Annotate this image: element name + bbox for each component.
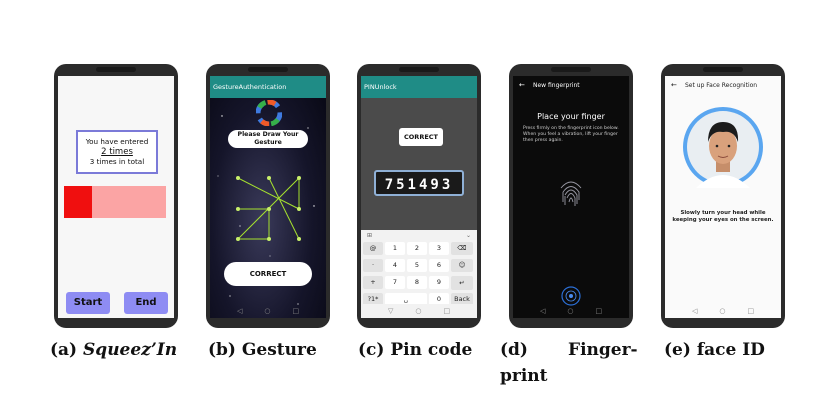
home-nav-icon[interactable]: ○	[415, 307, 422, 315]
phone-notch	[248, 67, 288, 72]
phone-squeezin: You have entered 2 times 3 times in tota…	[54, 64, 178, 328]
key-symbols[interactable]: ?1*	[363, 293, 383, 306]
pin-code-display: 751493	[374, 170, 464, 196]
face-instructions: Slowly turn your head while keeping your…	[672, 210, 774, 223]
pin-screen: PINUnlock CORRECT 751493 ⊞ ⌄ @ 1 2 3 ⌫ ·…	[361, 76, 477, 318]
caption-a-prefix: (a)	[50, 340, 84, 360]
back-nav-icon[interactable]: ◁	[236, 307, 243, 315]
face-title: Set up Face Recognition	[685, 82, 758, 89]
phone-notch	[399, 67, 439, 72]
home-nav-icon[interactable]: ○	[719, 307, 726, 315]
caption-a: (a) Squeez’In	[50, 340, 177, 360]
recents-nav-icon[interactable]: □	[443, 307, 451, 315]
gesture-pattern-grid[interactable]	[228, 168, 310, 250]
caption-d-word: Finger-	[568, 340, 638, 360]
key-emoji[interactable]: ☺	[451, 259, 473, 272]
key-at[interactable]: @	[363, 242, 383, 255]
gesture-prompt: Please Draw Your Gesture	[228, 130, 308, 148]
caption-a-name: Squeez’In	[83, 340, 178, 360]
fingerprint-heading: Place your finger	[537, 112, 605, 121]
total-line: 3 times in total	[89, 157, 145, 166]
back-arrow-icon[interactable]: ←	[671, 81, 677, 89]
key-5[interactable]: 5	[407, 259, 427, 272]
key-8[interactable]: 8	[407, 276, 427, 289]
recents-nav-icon[interactable]: □	[595, 307, 603, 315]
start-button[interactable]: Start	[66, 292, 110, 314]
starfield	[217, 115, 315, 305]
key-3[interactable]: 3	[429, 242, 449, 255]
phone-notch	[551, 67, 591, 72]
key-dot[interactable]: ·	[363, 259, 383, 272]
key-4[interactable]: 4	[385, 259, 405, 272]
numeric-keyboard: ⊞ ⌄ @ 1 2 3 ⌫ · 4 5 6 ☺ + 7 8 9	[361, 230, 477, 318]
android-nav-bar: ◁ ○ □	[665, 304, 781, 318]
pin-result-button[interactable]: CORRECT	[399, 128, 443, 146]
keyboard-row-1: @ 1 2 3 ⌫	[361, 242, 477, 257]
back-arrow-icon[interactable]: ←	[519, 81, 525, 89]
keyboard-row-2: · 4 5 6 ☺	[361, 259, 477, 274]
caption-d-prefix: (d)	[500, 340, 528, 360]
key-back[interactable]: Back	[451, 293, 473, 306]
gesture-result-button[interactable]: CORRECT	[224, 262, 312, 286]
android-nav-bar: ▽ ○ □	[361, 304, 477, 318]
keyboard-row-3: + 7 8 9	[361, 276, 477, 291]
caption-e: (e) face ID	[664, 340, 765, 360]
fingerprint-sensor-icon[interactable]	[561, 286, 581, 306]
fingerprint-title: New fingerprint	[533, 82, 580, 89]
end-button[interactable]: End	[124, 292, 168, 314]
recents-nav-icon[interactable]: □	[292, 307, 300, 315]
squeeze-progress-fill	[64, 186, 92, 218]
keyboard-grid-icon[interactable]: ⊞	[367, 232, 373, 239]
recents-nav-icon[interactable]: □	[747, 307, 755, 315]
key-0[interactable]: 0	[429, 293, 449, 306]
faceid-screen: ← Set up Face Recognition Slowly turn yo…	[665, 76, 781, 318]
back-nav-icon[interactable]: ▽	[387, 307, 394, 315]
phone-faceid: ← Set up Face Recognition Slowly turn yo…	[661, 64, 785, 328]
key-9[interactable]: 9	[429, 276, 449, 289]
key-2[interactable]: 2	[407, 242, 427, 255]
home-nav-icon[interactable]: ○	[567, 307, 574, 315]
home-nav-icon[interactable]: ○	[264, 307, 271, 315]
key-backspace[interactable]: ⌫	[451, 242, 473, 255]
back-nav-icon[interactable]: ◁	[691, 307, 698, 315]
phone-fingerprint: ← New fingerprint Place your finger Pres…	[509, 64, 633, 328]
android-nav-bar: ◁ ○ □	[210, 304, 326, 318]
back-nav-icon[interactable]: ◁	[539, 307, 546, 315]
caption-c: (c) Pin code	[358, 340, 473, 360]
squeeze-progress-bar	[64, 186, 166, 218]
fingerprint-screen: ← New fingerprint Place your finger Pres…	[513, 76, 629, 318]
fingerprint-instructions: Press firmly on the fingerprint icon bel…	[523, 126, 619, 143]
keyboard-hide-icon[interactable]: ⌄	[465, 232, 471, 239]
entered-line: You have entered	[85, 137, 149, 146]
gesture-screen: GestureAuthentication Please Draw Your G…	[210, 76, 326, 318]
squeezin-screen: You have entered 2 times 3 times in tota…	[58, 76, 174, 318]
entered-count: 2 times	[101, 147, 133, 157]
phone-notch	[96, 67, 136, 72]
phone-pin: PINUnlock CORRECT 751493 ⊞ ⌄ @ 1 2 3 ⌫ ·…	[357, 64, 481, 328]
caption-b: (b) Gesture	[208, 340, 317, 360]
android-nav-bar: ◁ ○ □	[513, 304, 629, 318]
key-1[interactable]: 1	[385, 242, 405, 255]
key-space[interactable]: ␣	[385, 293, 427, 306]
key-enter[interactable]: ↵	[451, 276, 473, 290]
face-camera-preview	[683, 107, 763, 188]
entry-count-box: You have entered 2 times 3 times in tota…	[76, 130, 158, 174]
keyboard-row-4: ?1* ␣ 0 Back	[361, 293, 477, 308]
phone-gesture: GestureAuthentication Please Draw Your G…	[206, 64, 330, 328]
phone-notch	[703, 67, 743, 72]
key-plus[interactable]: +	[363, 276, 383, 289]
pin-app-bar: PINUnlock	[361, 76, 477, 98]
app-logo-icon	[256, 100, 282, 126]
caption-d-cont: print	[500, 366, 548, 386]
gesture-app-bar: GestureAuthentication	[210, 76, 326, 98]
fingerprint-icon	[560, 181, 582, 206]
key-7[interactable]: 7	[385, 276, 405, 289]
key-6[interactable]: 6	[429, 259, 449, 272]
